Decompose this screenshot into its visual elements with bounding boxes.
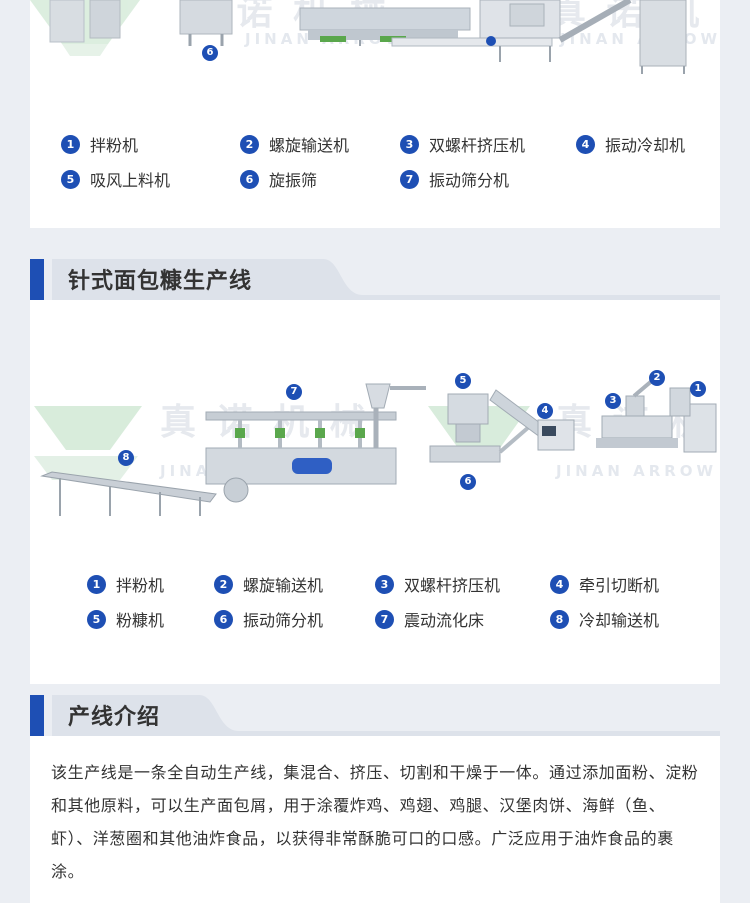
legend-label: 螺旋输送机 — [243, 576, 324, 595]
legend-label: 吸风上料机 — [90, 171, 171, 190]
legend-label: 拌粉机 — [116, 576, 165, 595]
legend-label: 双螺杆挤压机 — [429, 136, 526, 155]
machine-traction-cutter — [537, 419, 575, 451]
legend-label: 振动冷却机 — [605, 136, 686, 155]
legend-number: 4 — [550, 574, 569, 594]
legend-item: 3 双螺杆挤压机 — [400, 132, 525, 156]
header-accent-bar — [30, 259, 44, 301]
watermark-logo-left — [34, 406, 142, 480]
legend-number: 4 — [576, 134, 595, 154]
production-line-2-image: 真 诺 机 械 JINAN ARROW 真 诺 机 械 JINAN ARROW — [30, 308, 720, 540]
legend-label: 冷却输送机 — [579, 611, 660, 630]
header-tab-curve — [199, 695, 239, 731]
production-line-1-card: 真 诺 机 械 JINAN ARROW 真 诺 机 械 JINAN ARROW — [30, 0, 720, 228]
header-tab — [52, 695, 200, 731]
legend-number: 2 — [214, 574, 233, 594]
machine-vibrating-fluid-bed — [205, 383, 426, 503]
legend-item: 2 螺旋输送机 — [214, 572, 323, 596]
line-intro-card: 该生产线是一条全自动生产线，集混合、挤压、切割和干燥于一体。通过添加面粉、淀粉和… — [30, 736, 720, 903]
section-title: 针式面包糠生产线 — [68, 269, 253, 294]
watermark-logo — [30, 0, 140, 56]
header-tab — [52, 259, 324, 295]
legend-label: 双螺杆挤压机 — [404, 576, 501, 595]
watermark-cn: 真 诺 机 械 — [160, 401, 370, 443]
legend-item: 4 牵引切断机 — [550, 572, 659, 596]
legend-label: 拌粉机 — [90, 136, 139, 155]
legend-row: 1 拌粉机 2 螺旋输送机 3 双螺杆挤压机 4 牵引切断机 — [30, 572, 720, 596]
header-underline — [52, 731, 720, 737]
machine-extruder-line — [299, 0, 687, 74]
legend-label: 震动流化床 — [404, 611, 485, 630]
legend-number: 5 — [87, 609, 106, 629]
legend-row: 1 拌粉机 2 螺旋输送机 3 双螺杆挤压机 4 振动冷却机 — [30, 132, 720, 156]
legend-item: 2 螺旋输送机 — [240, 132, 349, 156]
legend-number: 5 — [61, 169, 80, 189]
diagram-label-6: 6 — [460, 474, 476, 490]
section-header-pin-breadcrumb-line: 针式面包糠生产线 — [30, 259, 720, 301]
legend-number: 3 — [375, 574, 394, 594]
legend-label: 振动筛分机 — [429, 171, 510, 190]
machine-sifter — [179, 0, 233, 46]
legend-label: 旋振筛 — [269, 171, 318, 190]
legend-item: 4 振动冷却机 — [576, 132, 685, 156]
legend-item: 5 粉糠机 — [87, 607, 164, 631]
legend-number: 6 — [240, 169, 259, 189]
diagram-label-7: 7 — [286, 384, 302, 400]
section-title: 产线介绍 — [68, 705, 161, 730]
legend-number: 1 — [61, 134, 80, 154]
line-2-diagram: 真 诺 机 械 JINAN ARROW 真 诺 机 械 JINAN ARROW — [34, 372, 720, 516]
legend-number: 2 — [240, 134, 259, 154]
legend-label: 螺旋输送机 — [269, 136, 350, 155]
legend-item: 7 振动筛分机 — [400, 167, 509, 191]
legend-number: 3 — [400, 134, 419, 154]
header-accent-bar — [30, 695, 44, 737]
header-underline — [52, 295, 720, 301]
legend-item: 6 旋振筛 — [240, 167, 317, 191]
legend-item: 7 震动流化床 — [375, 607, 484, 631]
legend-number: 1 — [87, 574, 106, 594]
legend-number: 7 — [400, 169, 419, 189]
legend-item: 5 吸风上料机 — [61, 167, 170, 191]
legend-label: 粉糠机 — [116, 611, 165, 630]
legend-label: 振动筛分机 — [243, 611, 324, 630]
machine-cooling-conveyor — [40, 471, 217, 516]
diagram-label-6: 6 — [202, 45, 218, 61]
production-line-1-image: 真 诺 机 械 JINAN ARROW 真 诺 机 械 JINAN ARROW — [30, 0, 720, 76]
legend-number: 8 — [550, 609, 569, 629]
legend-item: 8 冷却输送机 — [550, 607, 659, 631]
legend-item: 6 振动筛分机 — [214, 607, 323, 631]
diagram-label-5: 5 — [455, 373, 471, 389]
legend-number: 7 — [375, 609, 394, 629]
watermark-en-right: JINAN ARROW — [555, 462, 717, 480]
intro-paragraph: 该生产线是一条全自动生产线，集混合、挤压、切割和干燥于一体。通过添加面粉、淀粉和… — [51, 763, 699, 881]
diagram-label-3: 3 — [605, 393, 621, 409]
machine-extruder — [596, 372, 717, 453]
diagram-label-4: 4 — [537, 403, 553, 419]
legend-label: 牵引切断机 — [579, 576, 660, 595]
legend-row: 5 粉糠机 6 振动筛分机 7 震动流化床 8 冷却输送机 — [30, 607, 720, 631]
line-1-diagram: 真 诺 机 械 JINAN ARROW 真 诺 机 械 JINAN ARROW — [30, 0, 720, 74]
production-line-2-card: 真 诺 机 械 JINAN ARROW 真 诺 机 械 JINAN ARROW — [30, 300, 720, 684]
diagram-label-2: 2 — [649, 370, 665, 386]
legend-number: 6 — [214, 609, 233, 629]
diagram-label-8: 8 — [118, 450, 134, 466]
legend-row: 5 吸风上料机 6 旋振筛 7 振动筛分机 — [30, 167, 720, 191]
legend-item: 1 拌粉机 — [87, 572, 164, 596]
machine-silo — [49, 0, 121, 43]
header-tab-curve — [323, 259, 363, 295]
legend-item: 3 双螺杆挤压机 — [375, 572, 500, 596]
section-header-line-intro: 产线介绍 — [30, 695, 720, 737]
legend-item: 1 拌粉机 — [61, 132, 138, 156]
diagram-label-1: 1 — [690, 381, 706, 397]
